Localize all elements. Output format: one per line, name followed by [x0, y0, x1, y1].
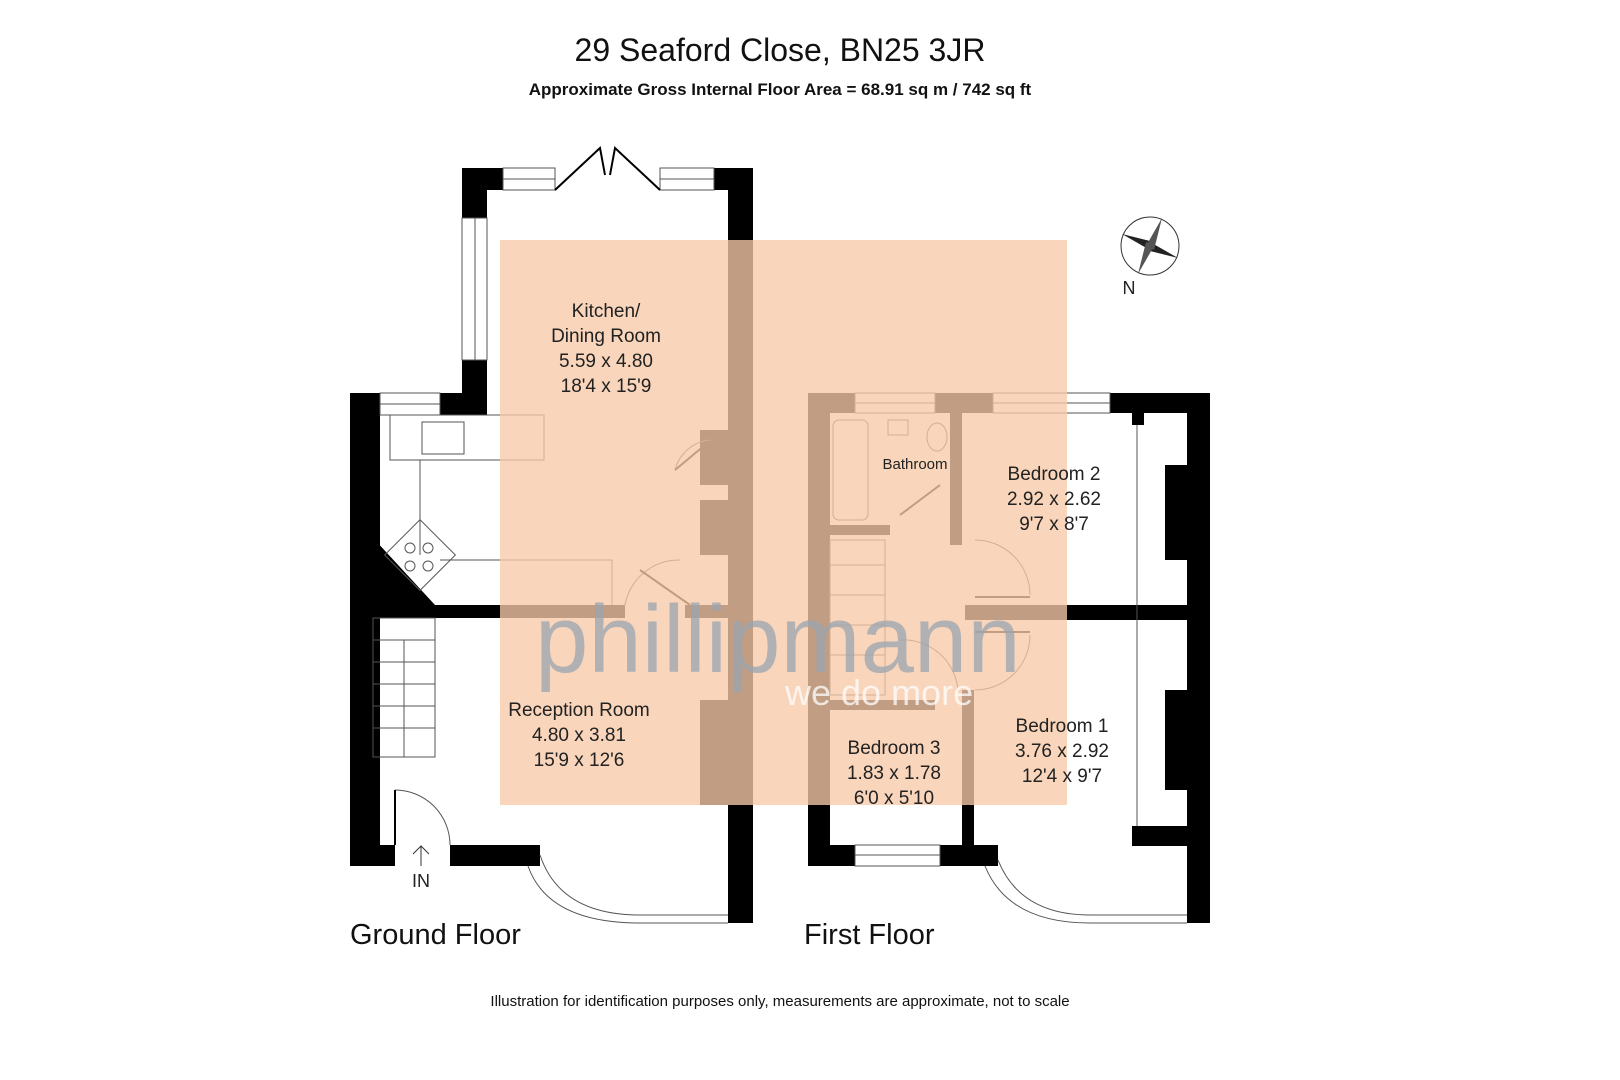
- room-metric: 5.59 x 4.80: [559, 351, 653, 372]
- room-bedroom-3: Bedroom 3 1.83 x 1.78 6'0 x 5'10: [847, 738, 941, 809]
- room-name: Bedroom 2: [1008, 464, 1101, 485]
- room-bathroom: Bathroom: [882, 456, 947, 473]
- room-kitchen-dining: Kitchen/ Dining Room 5.59 x 4.80 18'4 x …: [551, 301, 661, 397]
- entrance-arrow-icon: [412, 845, 430, 866]
- entrance-label: IN: [412, 871, 430, 891]
- compass-rose-icon: [1120, 216, 1180, 276]
- room-name: Bedroom 1: [1016, 716, 1109, 737]
- room-bedroom-1: Bedroom 1 3.76 x 2.92 12'4 x 9'7: [1015, 716, 1109, 787]
- room-name: Kitchen/: [572, 301, 641, 322]
- first-floor-label: First Floor: [804, 919, 935, 951]
- room-imperial: 12'4 x 9'7: [1022, 766, 1102, 787]
- room-imperial: 18'4 x 15'9: [561, 376, 652, 397]
- room-metric: 1.83 x 1.78: [847, 763, 941, 784]
- disclaimer-footer: Illustration for identification purposes…: [490, 993, 1070, 1010]
- page-title: 29 Seaford Close, BN25 3JR: [574, 32, 986, 68]
- watermark-tagline: we do more: [784, 672, 973, 713]
- watermark-logo: phillipmann we do more: [535, 586, 1021, 713]
- ground-floor-label: Ground Floor: [350, 919, 521, 951]
- watermark-brand: phillipmann: [535, 586, 1021, 693]
- room-metric: 4.80 x 3.81: [532, 725, 626, 746]
- room-imperial: 6'0 x 5'10: [854, 788, 934, 809]
- room-name: Bedroom 3: [848, 738, 941, 759]
- room-name: Reception Room: [508, 700, 650, 721]
- room-name-line2: Dining Room: [551, 326, 661, 347]
- highlight-overlay: [500, 240, 1067, 805]
- compass-north-label: N: [1123, 278, 1136, 298]
- room-bedroom-2: Bedroom 2 2.92 x 2.62 9'7 x 8'7: [1007, 464, 1101, 535]
- room-metric: 2.92 x 2.62: [1007, 489, 1101, 510]
- room-reception: Reception Room 4.80 x 3.81 15'9 x 12'6: [508, 700, 650, 771]
- room-metric: 3.76 x 2.92: [1015, 741, 1109, 762]
- room-imperial: 15'9 x 12'6: [534, 750, 625, 771]
- floor-area-subtitle: Approximate Gross Internal Floor Area = …: [528, 80, 1032, 99]
- room-imperial: 9'7 x 8'7: [1019, 514, 1089, 535]
